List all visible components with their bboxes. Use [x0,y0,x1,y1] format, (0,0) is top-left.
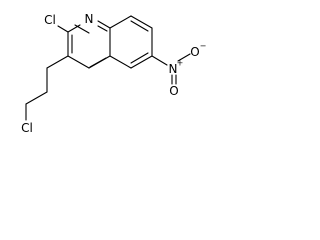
atom-o-top: O [190,45,199,59]
bond-c6-c5 [130,55,153,69]
pyridine-ring [67,20,111,69]
bond-n-o-top [177,53,191,62]
atom-cl-ring: Cl [44,13,56,27]
atom-o-bottom: O [169,84,178,98]
bond-n1-c8a [97,20,111,29]
chloropropyl-chain [25,55,69,121]
atom-cl-chain: Cl [21,121,33,135]
charge-o-top: − [200,42,207,51]
charge-n-nitro: + [177,59,184,68]
molecule-structure: Cl N N + O − O Cl [21,12,207,135]
nitro-group [151,53,191,85]
bond-c6-c5-inner [130,52,149,64]
benzene-ring [109,15,153,69]
bond-c5-c4a [109,55,132,69]
bond-cb-cc [25,91,48,105]
bond-c4a-c4-inner [89,57,107,68]
bond-c8-c7 [130,15,153,29]
bond-c2-n1-left [67,24,81,33]
atom-n-ring: N [85,12,94,26]
bond-c4-c3 [67,55,90,69]
bond-n1-c8a-inner [97,25,108,32]
bond-c8a-c8 [109,15,132,29]
bond-c3-ca [46,55,69,69]
bond-c2-cl [57,25,69,33]
atom-n-nitro: N [169,62,178,76]
bond-c8-c7-inner [130,20,149,32]
bond-c6-n [151,55,168,66]
